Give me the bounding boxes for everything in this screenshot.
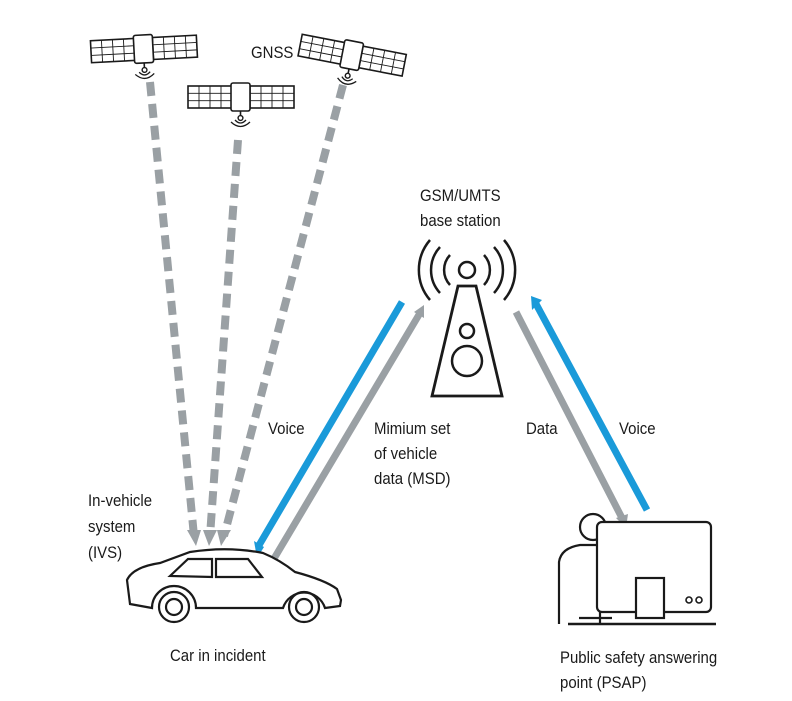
voice-link-car-tower [254,300,406,549]
voice-arrowhead-tower [531,296,542,310]
data-link-car-tower [268,311,424,564]
data-arrowhead-tower [414,305,424,318]
gnss-signal-left [146,81,198,537]
radio-tower-icon [417,239,517,398]
satellite-icon [293,30,408,96]
msd-label-line1: Mimium set [374,419,451,438]
data-label: Data [526,419,558,438]
base-station-label-line2: base station [420,211,501,230]
ivs-label-line2: system [88,517,136,536]
gnss-arrowhead-right [217,530,231,546]
gnss-arrowhead-left [187,530,201,546]
voice-label-right: Voice [619,419,656,438]
operator-workstation-icon [557,512,716,626]
satellite-icon [187,82,295,128]
msd-label-line2: of vehicle [374,444,438,463]
ivs-label-line3: (IVS) [88,543,123,562]
ivs-label-line1: In-vehicle [88,491,153,510]
gnss-signal-center [206,139,242,537]
satellite-icon [89,31,200,82]
car-icon [125,548,343,624]
car-label: Car in incident [170,646,266,665]
data-link-tower-psap [512,310,626,520]
psap-label-line2: point (PSAP) [560,673,647,692]
gnss-arrowhead-center [203,530,217,546]
voice-label-left: Voice [268,419,305,438]
gnss-label: GNSS [251,43,294,62]
base-station-label-line1: GSM/UMTS [420,186,501,205]
voice-link-tower-psap [531,300,651,512]
psap-label-line1: Public safety answering [560,648,718,667]
gnss-signal-right [220,83,347,538]
msd-label-line3: data (MSD) [374,469,451,488]
